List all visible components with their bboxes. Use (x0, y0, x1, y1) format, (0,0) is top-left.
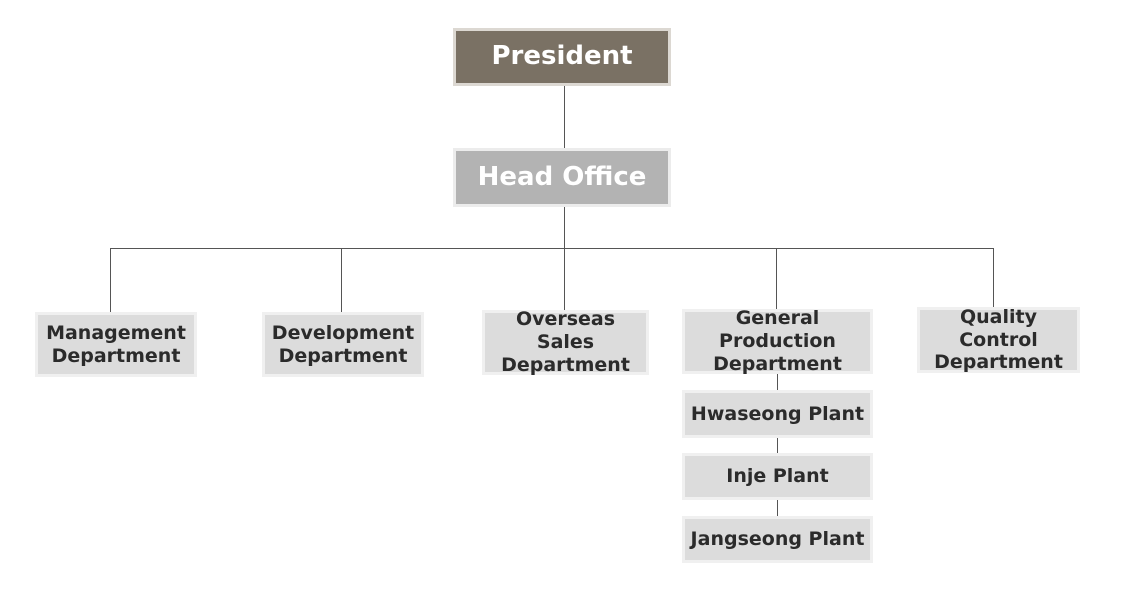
development-department-box: Development Department (262, 312, 424, 377)
overseas-sales-department-label: Overseas Sales Department (501, 308, 630, 376)
hwaseong-plant-label: Hwaseong Plant (690, 402, 865, 425)
development-department-label: Development Department (271, 321, 415, 367)
inje-plant-box: Inje Plant (682, 453, 873, 500)
management-department-box: Management Department (35, 312, 197, 377)
head-office-label: Head Office (477, 161, 647, 192)
jangseong-plant-box: Jangseong Plant (682, 516, 873, 563)
jangseong-plant-label: Jangseong Plant (690, 528, 865, 551)
general-production-department-box: General Production Department (682, 307, 873, 375)
general-production-department-label: General Production Department (713, 307, 842, 375)
quality-control-department-box: Quality Control Department (917, 305, 1080, 374)
president-box: President (453, 28, 671, 86)
quality-control-department-label: Quality Control Department (934, 305, 1063, 374)
overseas-sales-department-box: Overseas Sales Department (482, 308, 649, 376)
head-office-box: Head Office (453, 148, 671, 207)
management-department-label: Management Department (46, 321, 186, 367)
inje-plant-label: Inje Plant (726, 465, 829, 488)
president-label: President (491, 41, 633, 72)
hwaseong-plant-box: Hwaseong Plant (682, 390, 873, 438)
